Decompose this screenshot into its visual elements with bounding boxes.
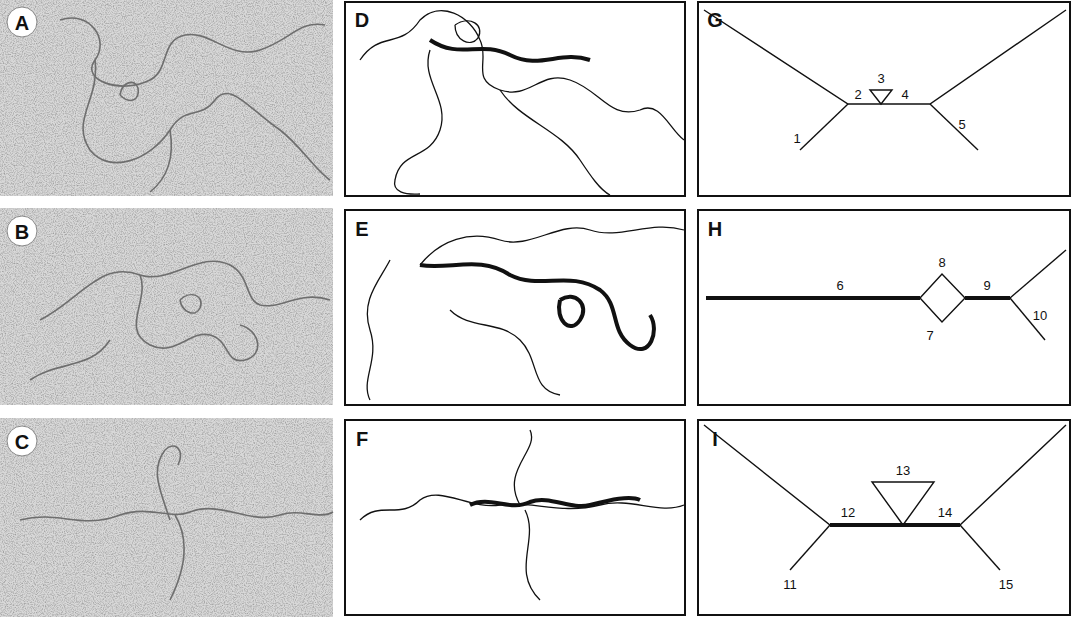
panel-letter: F [356, 429, 368, 449]
panel-letter: I [712, 429, 718, 449]
panel-letter: G [707, 10, 723, 30]
callout-number: 11 [782, 577, 798, 592]
panel-letter: C [15, 432, 29, 452]
callout-number: 4 [900, 87, 909, 102]
tracing [345, 2, 685, 615]
callout-number: 5 [957, 117, 966, 132]
callout-number: 6 [835, 278, 844, 293]
panel-letter: D [355, 10, 369, 30]
schematic [698, 2, 1070, 615]
panel-letter: H [708, 219, 722, 239]
micrograph [0, 0, 333, 617]
callout-number: 8 [937, 255, 946, 270]
callout-number: 10 [1032, 308, 1048, 323]
callout-number: 1 [792, 131, 801, 146]
callout-number: 15 [998, 577, 1014, 592]
panel-letter: E [355, 219, 368, 239]
callout-number: 3 [876, 71, 885, 86]
callout-number: 12 [840, 505, 856, 520]
callout-number: 9 [982, 278, 991, 293]
callout-number: 7 [925, 328, 934, 343]
panel-letter: A [15, 13, 29, 33]
callout-number: 14 [937, 505, 953, 520]
panel-letter: B [15, 222, 29, 242]
callout-number: 13 [895, 463, 911, 478]
callout-number: 2 [853, 87, 862, 102]
